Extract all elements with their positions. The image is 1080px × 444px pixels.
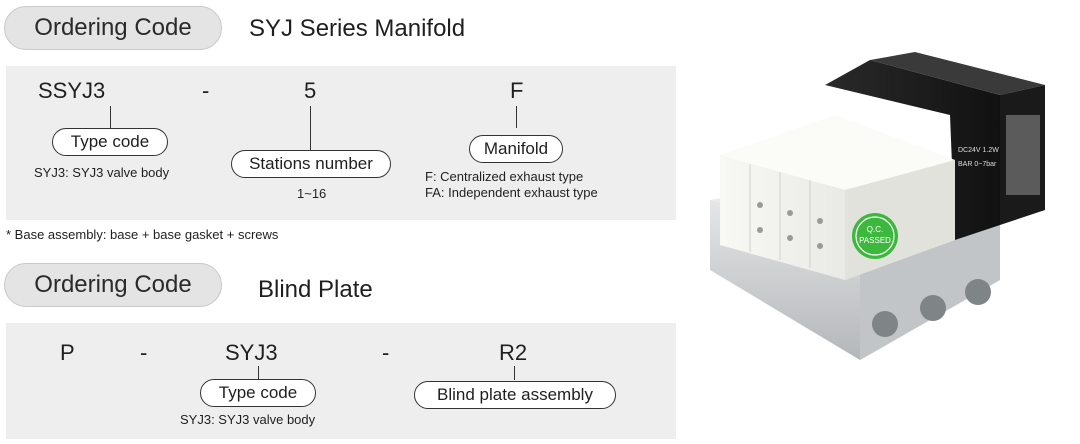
base-assembly-note: * Base assembly: base + base gasket + sc… [6,227,279,242]
code-blind-plate: R2 [499,340,528,365]
ordering-code-header: Ordering Code [4,6,222,50]
manifold-option-f: F: Centralized exhaust type [425,169,584,184]
code-dash: - [140,340,148,365]
section-title-blind-plate: Blind Plate [258,276,373,303]
code-prefix: P [60,340,75,365]
stations-number-label: Stations number [231,150,391,178]
connector-line [516,106,517,128]
ordering-code-header: Ordering Code [4,263,222,307]
section-title-manifold: SYJ Series Manifold [249,15,466,42]
solenoid-coils: DC24V 1.2W BAR 0~7bar [825,52,1045,240]
type-code-description: SYJ3: SYJ3 valve body [180,412,316,427]
manifold-product-image: DC24V 1.2W BAR 0~7bar Q.C. PASSED [710,52,1045,360]
qc-passed-badge: Q.C. PASSED [852,213,898,259]
connector-line [310,106,311,150]
type-code-label: Type code [52,128,168,156]
port-hole [872,311,898,337]
connector-line [514,366,515,380]
code-type: SYJ3 [225,340,278,365]
code-dash: - [202,78,210,103]
solenoid-label: BAR 0~7bar [958,161,997,168]
badge-text: PASSED [859,236,891,245]
manifold-option-fa: FA: Independent exhaust type [425,185,598,200]
code-dash: - [382,340,390,365]
code-manifold: F [510,78,524,103]
port-hole [920,295,946,321]
connector-line [258,366,259,380]
valve-bodies [720,115,955,280]
manifold-label: Manifold [469,135,563,163]
port-hole [965,279,991,305]
code-stations: 5 [304,78,317,103]
stations-range: 1~16 [297,186,327,201]
type-code-description: SYJ3: SYJ3 valve body [34,165,170,180]
blind-plate-assembly-label: Blind plate assembly [414,381,616,409]
badge-text: Q.C. [867,225,883,234]
solenoid-label: DC24V 1.2W [958,147,999,154]
type-code-label: Type code [200,379,316,407]
code-series: SSYJ3 [38,78,106,103]
connector-line [110,106,111,128]
